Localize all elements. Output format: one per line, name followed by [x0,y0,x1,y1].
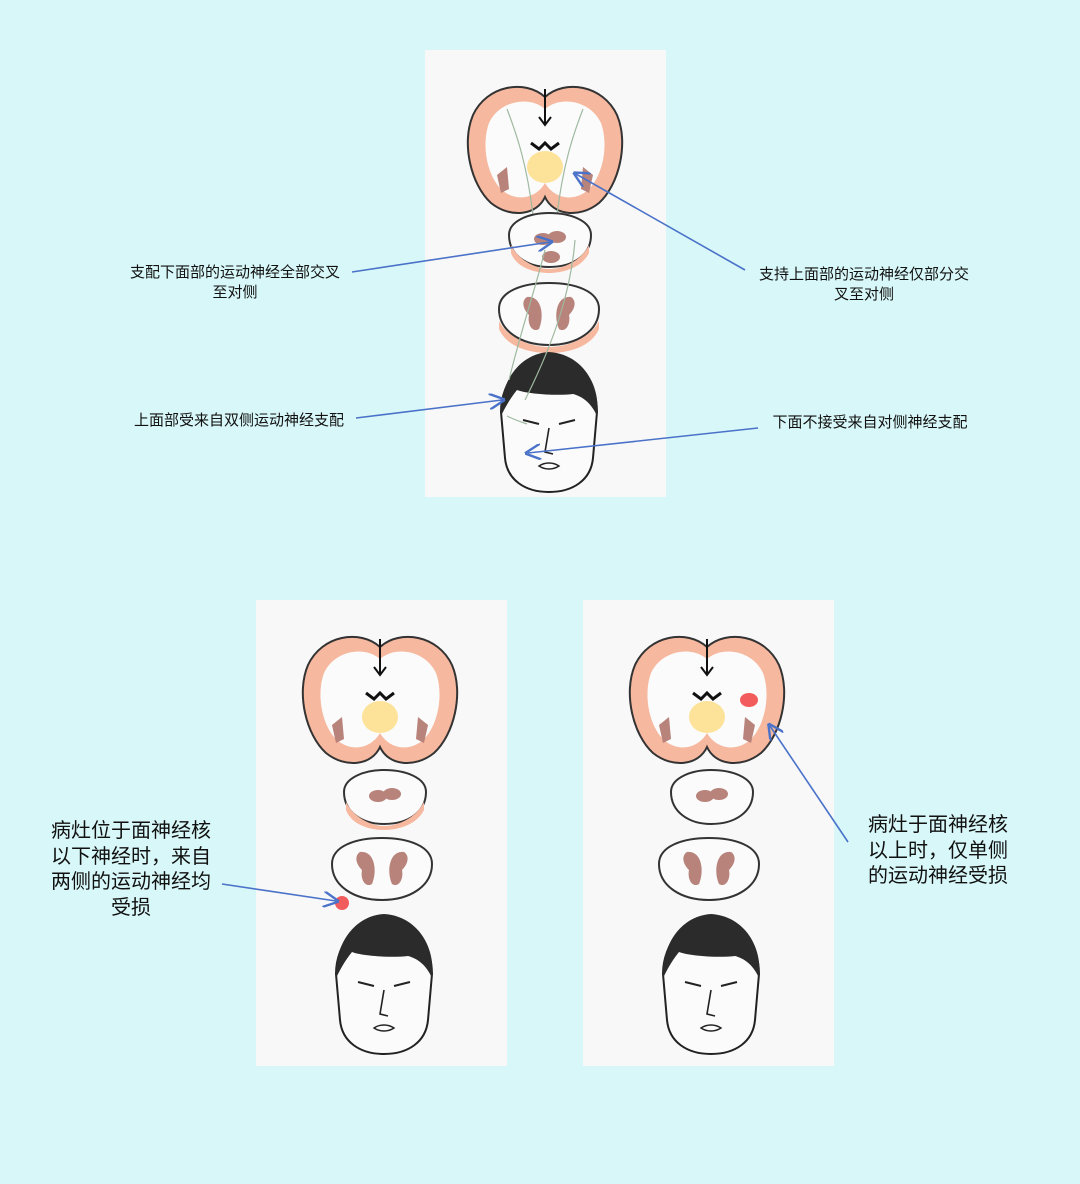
label-upper-face-partial: 支持上面部的运动神经仅部分交 叉至对侧 [758,265,969,304]
label-lower-face-crossing: 支配下面部的运动神经全部交叉 至对侧 [129,263,340,302]
lesion-marker [335,896,349,910]
lesion-marker [740,693,758,707]
label-lesion-above-nucleus: 病灶于面神经核 以上时，仅单侧 的运动神经受损 [868,812,1008,888]
label-lower-face-contralateral: 下面不接受来自对侧神经支配 [772,413,968,431]
diagram-panel-bottom-left [256,600,507,1066]
diagram-panel-top [425,50,666,497]
label-lesion-below-nucleus: 病灶位于面神经核 以下神经时，来自 两侧的运动神经均 受损 [51,818,211,919]
facial-nerve-diagram-normal [466,85,624,494]
facial-nerve-diagram-lesion-above [628,635,786,1056]
facial-nerve-diagram-lesion-below [301,635,459,1056]
diagram-panel-bottom-right [583,600,834,1066]
label-upper-face-bilateral: 上面部受来自双侧运动神经支配 [133,411,344,429]
